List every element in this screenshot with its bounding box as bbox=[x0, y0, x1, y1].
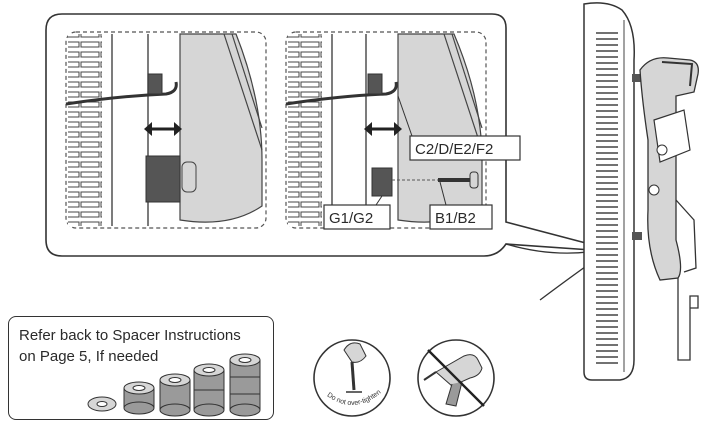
spacer-label: G1/G2 bbox=[329, 210, 373, 227]
wall-mount-arm bbox=[639, 57, 699, 281]
spacer-leader bbox=[375, 195, 383, 206]
tv-side-view bbox=[583, 2, 699, 381]
spacer-washer bbox=[87, 396, 117, 412]
connector-block bbox=[367, 73, 383, 95]
spacer-tall bbox=[193, 363, 225, 417]
double-arrow-icon bbox=[144, 122, 182, 136]
bolt-head bbox=[181, 161, 197, 193]
no-power-drill-icon bbox=[417, 339, 495, 417]
spacer-note-line2: on Page 5, If needed bbox=[19, 348, 159, 365]
connector-block bbox=[147, 73, 163, 95]
do-not-over-tighten-icon: Do not over-tighten bbox=[313, 339, 391, 417]
bottom-bracket bbox=[677, 278, 699, 361]
tv-rear-vents bbox=[68, 34, 102, 226]
spacer-block bbox=[371, 167, 393, 197]
spacer-set bbox=[87, 353, 261, 417]
right-detail-panel: C2/D/E2/F2 G1/G2 B1/B2 bbox=[285, 31, 521, 230]
bolt bbox=[438, 171, 479, 189]
left-detail-panel bbox=[65, 31, 267, 229]
connector-label: C2/D/E2/F2 bbox=[415, 141, 493, 158]
spacer-block bbox=[145, 155, 181, 203]
spacer-medium bbox=[159, 373, 191, 417]
spacer-note-box: Refer back to Spacer Instructions on Pag… bbox=[8, 316, 274, 420]
spacer-short bbox=[123, 381, 155, 415]
spacer-note-line1: Refer back to Spacer Instructions bbox=[19, 327, 241, 344]
tv-rear-vents bbox=[288, 34, 322, 226]
bolt-leader bbox=[439, 181, 447, 206]
double-arrow-icon bbox=[364, 122, 402, 136]
mount-plate bbox=[179, 33, 263, 223]
spacer-tallest bbox=[229, 353, 261, 417]
tv-vent-strip bbox=[596, 28, 618, 368]
bolt-label: B1/B2 bbox=[435, 210, 476, 227]
connector-leader bbox=[397, 95, 413, 137]
